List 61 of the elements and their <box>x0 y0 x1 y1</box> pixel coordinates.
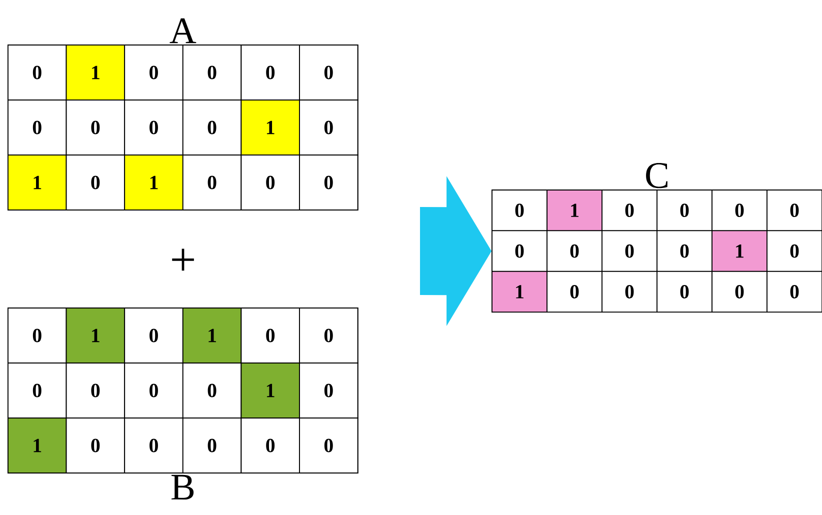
matrix-cell: 0 <box>546 230 602 272</box>
matrix-cell: 1 <box>240 362 300 418</box>
matrix-cell: 1 <box>712 230 768 272</box>
matrix-cell: 0 <box>182 362 242 418</box>
matrix-cell: 0 <box>546 270 602 313</box>
matrix-cell: 0 <box>299 418 358 474</box>
matrix-cell: 0 <box>124 44 184 100</box>
matrix-cell: 0 <box>66 418 126 474</box>
matrix-cell: 0 <box>602 190 658 232</box>
matrix-cell: 1 <box>66 44 126 100</box>
matrix-cell: 1 <box>182 308 242 364</box>
matrix-cell: 0 <box>240 154 300 210</box>
matrix-cell: 0 <box>182 154 242 210</box>
node-label: B <box>171 474 194 500</box>
matrix-cell: 0 <box>656 230 712 272</box>
matrix-cell: 0 <box>124 308 184 364</box>
matrix-cell: 0 <box>66 154 126 210</box>
matrix-cell: 0 <box>766 230 822 272</box>
matrix-cell: 1 <box>546 190 602 232</box>
matrix-cell: 0 <box>8 44 67 100</box>
matrix-cell: 0 <box>240 44 300 100</box>
matrix-cell: 0 <box>66 362 126 418</box>
matrix-cell: 1 <box>8 418 67 474</box>
matrix-cell: 0 <box>712 270 768 313</box>
matrix-cell: 1 <box>492 270 548 313</box>
matrix-cell: 1 <box>240 100 300 156</box>
matrix-cell: 1 <box>66 308 126 364</box>
matrix-cell: 0 <box>656 270 712 313</box>
node-label: 0 <box>790 244 799 258</box>
matrix-cell: 0 <box>182 418 242 474</box>
node-label: A <box>170 18 196 44</box>
matrix-cell: 0 <box>656 190 712 232</box>
node-label: C <box>646 162 668 188</box>
matrix-cell: 0 <box>602 270 658 313</box>
matrix-cell: 0 <box>299 100 358 156</box>
matrix-cell: 0 <box>712 190 768 232</box>
matrix-cell: 0 <box>124 418 184 474</box>
matrix-cell: 0 <box>8 308 67 364</box>
block-arrow <box>420 176 492 326</box>
matrix-cell: 0 <box>602 230 658 272</box>
matrix-cell: 0 <box>492 230 548 272</box>
node-label: 0 <box>790 204 799 218</box>
matrix-cell: 0 <box>8 362 67 418</box>
matrix-cell: 0 <box>299 154 358 210</box>
matrix-cell: 1 <box>124 154 184 210</box>
matrix-cell: 0 <box>66 100 126 156</box>
matrix-cell: 0 <box>299 362 358 418</box>
plus-sign: + <box>172 248 194 271</box>
matrix-cell: 0 <box>299 44 358 100</box>
matrix-cell: 0 <box>299 308 358 364</box>
matrix-cell: 0 <box>766 270 822 313</box>
matrix-cell: 0 <box>124 100 184 156</box>
matrix-cell: 0 <box>182 44 242 100</box>
matrix-cell: 0 <box>766 190 822 232</box>
matrix-cell: 0 <box>240 308 300 364</box>
matrix-cell: 0 <box>182 100 242 156</box>
matrix-cell: 1 <box>8 154 67 210</box>
matrix-cell: 0 <box>8 100 67 156</box>
matrix-cell: 0 <box>124 362 184 418</box>
matrix-cell: 0 <box>492 190 548 232</box>
matrix-cell: 0 <box>240 418 300 474</box>
